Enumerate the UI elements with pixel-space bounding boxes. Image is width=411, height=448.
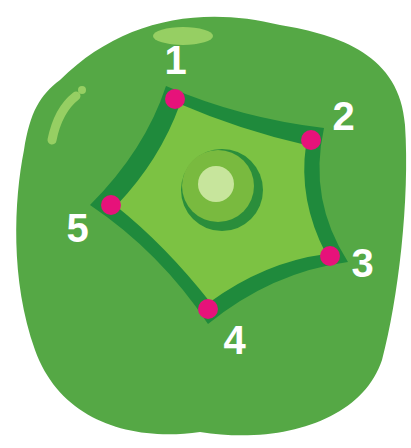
nucleolus	[198, 166, 234, 202]
marker-dot	[301, 130, 321, 150]
marker-dot	[165, 89, 185, 109]
marker-dot	[198, 299, 218, 319]
nucleus	[182, 150, 254, 222]
nucleus-ring	[181, 149, 263, 231]
inner-region	[116, 104, 326, 302]
marker-dot	[101, 195, 121, 215]
outer-cell	[16, 17, 406, 436]
callout-number: 3	[351, 243, 372, 283]
inner-region-outline	[90, 86, 348, 324]
callout-number: 5	[66, 208, 87, 248]
highlight	[78, 86, 86, 94]
callout-number: 1	[164, 40, 185, 80]
callout-number: 2	[332, 96, 353, 136]
marker-dot	[320, 246, 340, 266]
callout-number: 4	[223, 320, 244, 360]
highlight	[52, 96, 76, 140]
